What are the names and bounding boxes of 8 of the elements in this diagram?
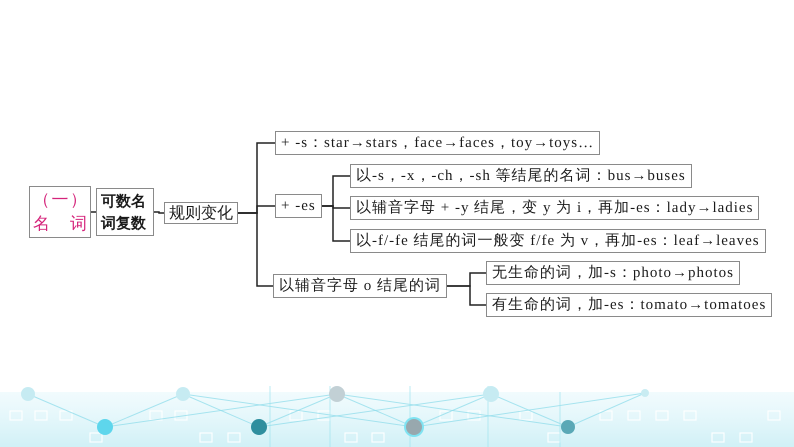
connector-line	[238, 212, 273, 287]
connector-line	[447, 285, 486, 306]
topic-box: 可数名词复数	[96, 188, 154, 236]
connector-line	[322, 205, 350, 242]
heading-box: （一）名词	[29, 186, 91, 238]
topic-box: 规则变化	[164, 202, 238, 224]
connector-line	[154, 211, 164, 214]
connector-line	[91, 211, 96, 213]
